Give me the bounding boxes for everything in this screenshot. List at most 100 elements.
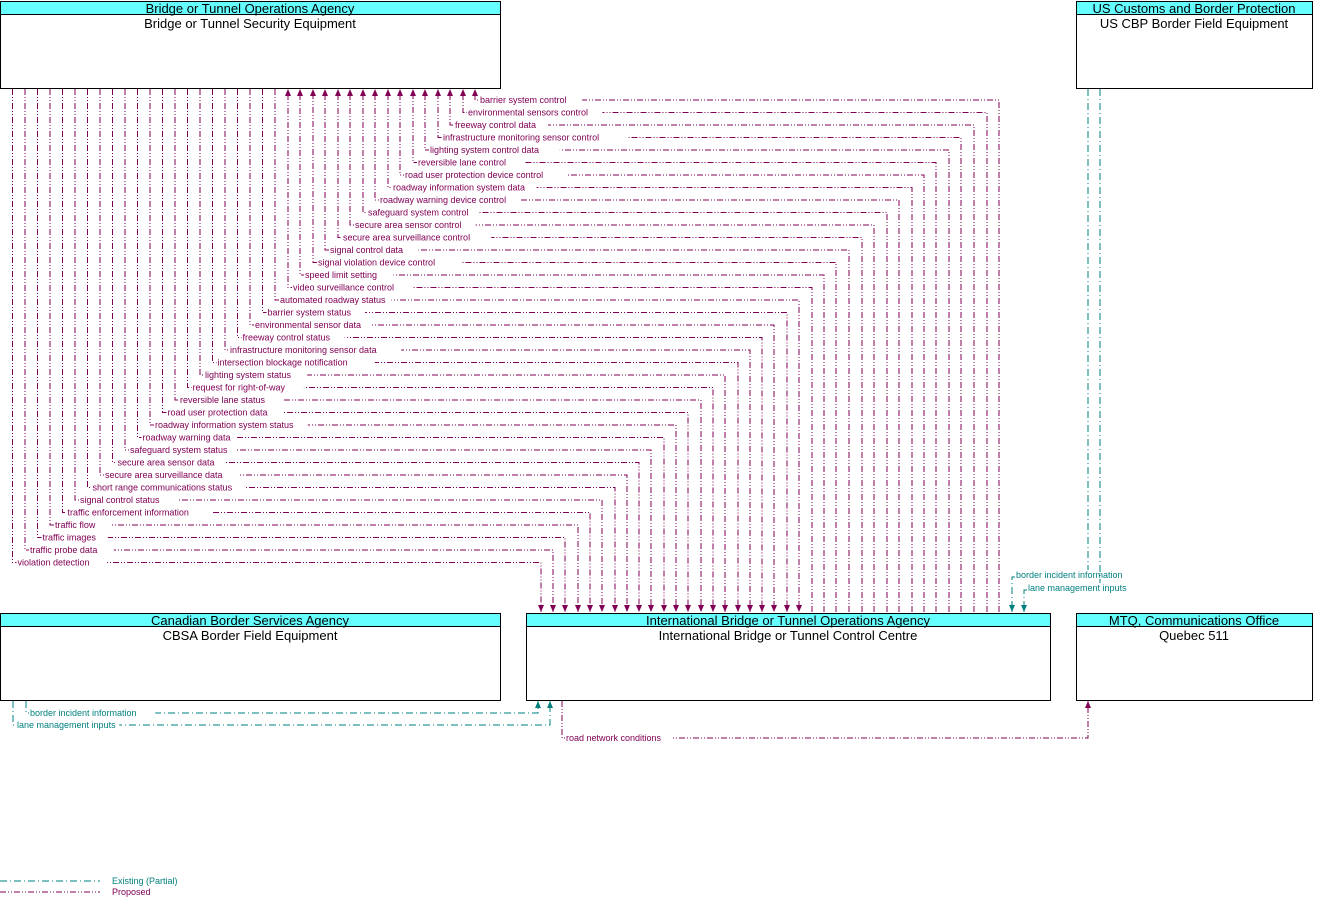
arrowhead <box>722 605 728 612</box>
arrowhead <box>360 89 366 96</box>
flow-label-bg <box>565 733 673 743</box>
flow-label-bg <box>417 157 525 168</box>
flow-label-bg <box>166 407 284 418</box>
flow-from-security <box>99 89 628 612</box>
flow-to-security <box>437 89 962 612</box>
flow-label-bg <box>79 495 178 505</box>
arrowhead <box>550 605 556 612</box>
flow-from-security <box>199 89 726 612</box>
flow-label-bg <box>241 332 345 343</box>
flow-label-from-security: lighting system status <box>205 370 292 380</box>
flow-to-security <box>337 89 863 612</box>
flow-label-bg <box>266 307 366 318</box>
flow-label-bg <box>317 257 462 268</box>
flow-label-from-security: traffic images <box>43 533 97 543</box>
flow-label-bg <box>479 95 583 105</box>
arrowhead <box>297 89 303 96</box>
arrowhead <box>422 89 428 96</box>
node-bridge-security[interactable]: Bridge or Tunnel Operations AgencyBridge… <box>0 1 501 89</box>
arrowhead <box>710 605 716 612</box>
flow-from-security <box>224 89 751 612</box>
node-agency: Canadian Border Services Agency <box>151 613 350 628</box>
flow-from-security <box>274 89 800 612</box>
arrowhead <box>1021 605 1027 612</box>
flow-from-security <box>124 89 652 612</box>
flow-from-security <box>249 89 775 612</box>
flow-label-from-security: secure area surveillance data <box>105 470 223 480</box>
flow-label-from-security: secure area sensor data <box>118 458 215 468</box>
flow-label-bg <box>292 282 414 293</box>
flow-label-from-security: traffic flow <box>55 520 96 530</box>
flow-label-bg <box>229 345 402 355</box>
flow-label-bg <box>1015 570 1142 580</box>
flow-to-security <box>287 89 813 612</box>
arrowhead <box>335 89 341 96</box>
flow-label-to-security: secure area sensor control <box>355 220 462 230</box>
flow-label-bg <box>91 482 246 493</box>
flow-label-bg <box>404 170 567 180</box>
arrowhead <box>1085 701 1091 708</box>
flow-to-security <box>424 89 950 612</box>
arrowhead <box>1009 605 1015 612</box>
flow-label-to-security: roadway warning device control <box>380 195 506 205</box>
node-name: Quebec 511 <box>1159 628 1229 643</box>
node-name: CBSA Border Field Equipment <box>163 628 338 643</box>
flow-label-bg <box>104 470 240 480</box>
flow-label-cbp: lane management inputs <box>1028 583 1127 593</box>
flow-label-bg <box>254 320 371 330</box>
flow-cbp-border-incident <box>1011 89 1089 612</box>
flow-label-bg <box>41 532 108 543</box>
arrowhead <box>599 605 605 612</box>
flow-label-from-security: request for right-of-way <box>193 383 286 393</box>
flow-label-to-security: infrastructure monitoring sensor control <box>443 133 599 143</box>
node-box <box>1076 613 1313 701</box>
arrowhead <box>460 89 466 96</box>
flow-to-security <box>362 89 888 612</box>
flow-label-bg <box>216 357 375 368</box>
flow-label-bg <box>204 370 308 380</box>
node-name: US CBP Border Field Equipment <box>1100 16 1289 31</box>
flow-label-from-security: intersection blockage notification <box>218 358 348 368</box>
node-name: International Bridge or Tunnel Control C… <box>659 628 918 643</box>
flow-label-bg <box>467 107 603 118</box>
flow-label-cbsa: border incident information <box>30 708 137 718</box>
flow-to-security <box>399 89 925 612</box>
flow-label-bg <box>191 382 304 393</box>
arrowhead <box>575 605 581 612</box>
arrowhead <box>322 89 328 96</box>
flow-to-security <box>387 89 913 612</box>
arrowhead <box>735 605 741 612</box>
flow-label-from-security: infrastructure monitoring sensor data <box>230 345 377 355</box>
flow-label-bg <box>66 507 212 518</box>
node-box <box>526 613 1051 701</box>
flow-label-bg <box>29 708 156 718</box>
flow-label-bg <box>179 395 283 405</box>
flow-label-bg <box>16 720 120 730</box>
arrowhead <box>397 89 403 96</box>
flow-label-from-security: freeway control status <box>243 333 331 343</box>
arrowhead <box>673 605 679 612</box>
flow-label-from-security: violation detection <box>18 558 90 568</box>
arrowhead <box>747 605 753 612</box>
flow-label-bg <box>454 120 548 130</box>
flow-label-quebec: road network conditions <box>566 733 662 743</box>
flow-cbp-lane-management <box>1023 89 1101 612</box>
flow-label-bg <box>1027 583 1131 593</box>
node-agency: Bridge or Tunnel Operations Agency <box>146 1 355 16</box>
flow-label-from-security: traffic probe data <box>30 545 97 555</box>
arrowhead <box>385 89 391 96</box>
flow-to-security <box>449 89 975 612</box>
flow-label-from-security: short range communications status <box>93 483 233 493</box>
flow-from-security <box>37 89 566 612</box>
flow-to-security <box>324 89 850 612</box>
flow-to-security <box>374 89 900 612</box>
node-control-centre[interactable]: International Bridge or Tunnel Operation… <box>526 613 1051 701</box>
node-agency: International Bridge or Tunnel Operation… <box>646 613 931 628</box>
arrowhead <box>624 605 630 612</box>
flow-label-bg <box>141 432 236 443</box>
flow-label-from-security: roadway information system status <box>155 420 294 430</box>
